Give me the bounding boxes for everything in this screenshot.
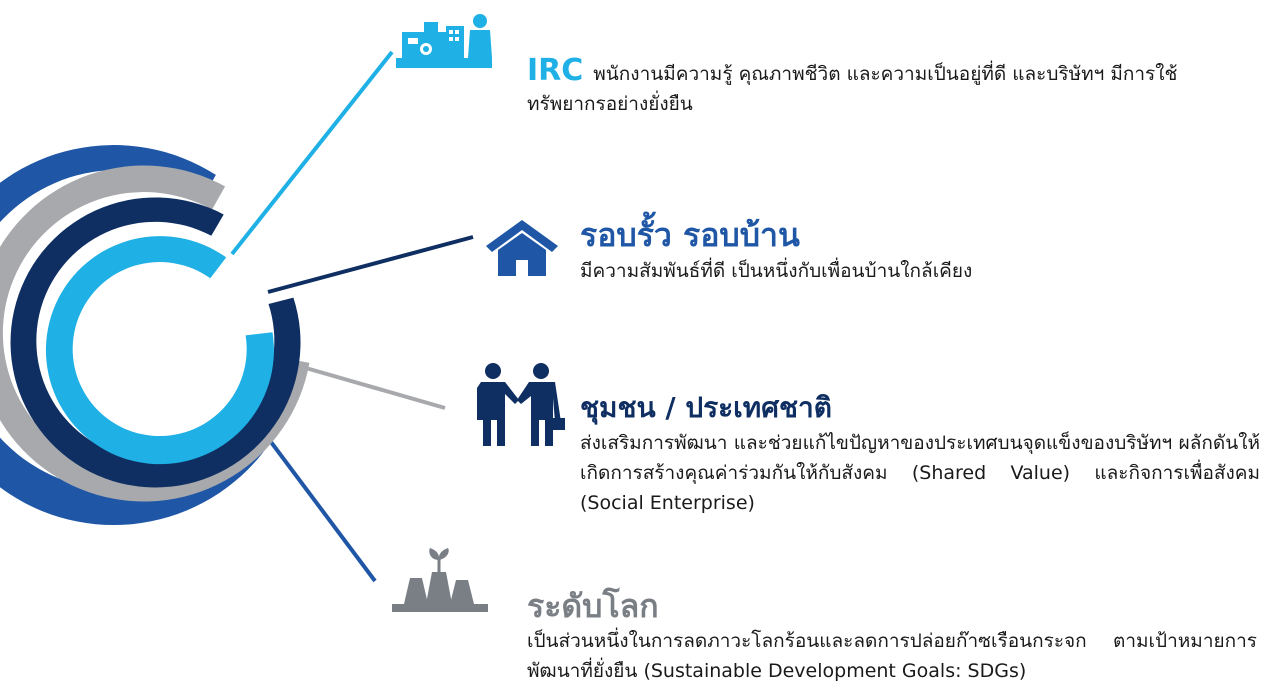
home-title: รอบรั้ว รอบบ้าน: [580, 216, 800, 254]
community-section: ชุมชน / ประเทศชาติ ส่งเสริมการพัฒนา และช…: [580, 388, 1260, 518]
house-icon: [486, 220, 558, 276]
ring-inner: [45, 236, 274, 465]
factory-sprout-icon: [392, 548, 488, 612]
connector-line-home: [267, 235, 474, 294]
world-section: ระดับโลก เป็นส่วนหนึ่งในการลดภาวะโลกร้อน…: [527, 586, 1257, 686]
irc-description: พนักงานมีความรู้ คุณภาพชีวิต และความเป็น…: [527, 63, 1178, 115]
handshake-icon: [477, 363, 565, 446]
home-description: มีความสัมพันธ์ที่ดี เป็นหนึ่งกับเพื่อนบ้…: [580, 260, 973, 282]
world-title: ระดับโลก: [527, 587, 659, 625]
world-description: เป็นส่วนหนึ่งในการลดภาวะโลกร้อนและลดการป…: [527, 630, 1257, 682]
community-title: ชุมชน / ประเทศชาติ: [580, 391, 832, 424]
worker-machine-icon: [396, 14, 492, 68]
home-section: รอบรั้ว รอบบ้าน มีความสัมพันธ์ที่ดี เป็น…: [580, 214, 1240, 286]
community-description: ส่งเสริมการพัฒนา และช่วยแก้ไขปัญหาของประ…: [580, 432, 1260, 514]
connector-line-irc: [230, 50, 394, 256]
ring-outer: [0, 145, 272, 526]
connector-line-community: [291, 362, 446, 410]
irc-title: IRC: [527, 53, 584, 88]
connector-line-world: [260, 428, 377, 583]
